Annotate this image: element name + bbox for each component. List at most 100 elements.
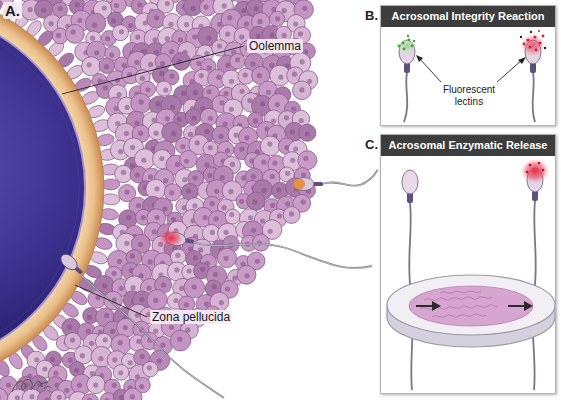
corona-cells [219,300,224,305]
corona-cells [217,43,222,48]
corona-cells [157,358,162,363]
corona-cells [188,132,193,137]
corona-cells [138,242,143,247]
corona-cells [148,174,153,179]
corona-cells [253,118,258,123]
corona-cells [135,172,140,177]
corona-cells [123,388,142,400]
corona-cells [190,6,195,11]
corona-cells [292,72,297,77]
corona-cells [124,131,129,136]
corona-cells [88,290,106,308]
petri-dish [409,286,533,326]
corona-cells [214,216,219,221]
corona-cells [204,302,209,307]
sperm-cell [322,170,378,186]
corona-cells [203,4,208,9]
corona-cells [290,158,295,163]
leader-arrow [419,58,441,82]
corona-cells [278,75,283,80]
corona-cells [115,165,132,182]
corona-cells [117,259,122,264]
corona-cells [257,19,262,24]
leader-arrow [518,57,526,64]
corona-cells [234,133,239,138]
corona-cells [305,131,310,136]
corona-cells [235,57,240,62]
panel-background [380,134,556,394]
corona-cells [102,283,107,288]
corona-cells [269,11,284,26]
corona-cells [0,388,8,400]
corona-cells [225,32,230,37]
leader-line [75,285,147,317]
corona-cells [137,2,142,7]
corona-cells [98,356,103,361]
corona-cells [282,33,287,38]
corona-cells [126,215,131,220]
artist-signature [12,379,51,392]
corona-cells [53,371,58,376]
corona-cells [103,85,108,90]
corona-cells [182,177,187,182]
fluorescent-dots [526,38,529,41]
corona-cells [136,339,141,344]
corona-cells [241,8,246,13]
corona-cells [145,87,150,92]
fluorescent-dots [402,42,405,45]
corona-cells [229,107,234,112]
corona-cells [193,255,198,260]
leader-line [62,46,244,317]
corona-cells [276,0,281,1]
zona-pellucida [0,0,104,385]
corona-cells [193,90,198,95]
corona-cells [301,172,306,177]
corona-cells [251,174,256,179]
corona-cells [152,229,157,234]
fluorescent-dots [530,31,532,33]
corona-cells [224,230,229,235]
petri-dish [387,275,555,347]
corona-cells [147,290,167,310]
corona-cells [272,161,277,166]
corona-cells [134,60,139,65]
corona-cells [118,340,123,345]
corona-cells [191,116,196,121]
corona-cells [248,215,253,220]
sperm-cell [398,38,416,54]
corona-cells [192,203,197,208]
sperm-cell [521,159,549,390]
corona-cells [87,375,105,393]
corona-cells [217,248,236,267]
corona-cells [180,151,198,169]
corona-cells [155,101,160,106]
sperm-cell [521,159,549,183]
fluorescent-dots [520,30,546,51]
corona-cells [130,394,135,399]
corona-cells [300,59,305,64]
panel-letter: A. [3,2,22,19]
corona-cells [200,108,217,125]
corona-cells [289,0,294,1]
corona-cells [299,118,304,123]
sperm-cell [313,182,323,186]
corona-cells [180,144,185,149]
corona-cells [112,25,128,41]
corona-cells [123,325,128,330]
corona-cells [92,23,97,28]
corona-cells [290,129,295,134]
corona-cells [221,205,226,210]
corona-cells [34,357,39,362]
corona-cells [119,286,124,291]
corona-cells [87,315,92,320]
corona-cells [70,337,75,342]
corona-cells [50,357,55,362]
corona-cells [208,116,213,121]
corona-cells [293,81,312,100]
sperm-cell [294,178,314,191]
corona-cells [184,277,205,298]
corona-cells [243,72,248,77]
corona-cells [252,199,257,204]
corona-cells [140,354,145,359]
corona-cells [170,105,175,110]
